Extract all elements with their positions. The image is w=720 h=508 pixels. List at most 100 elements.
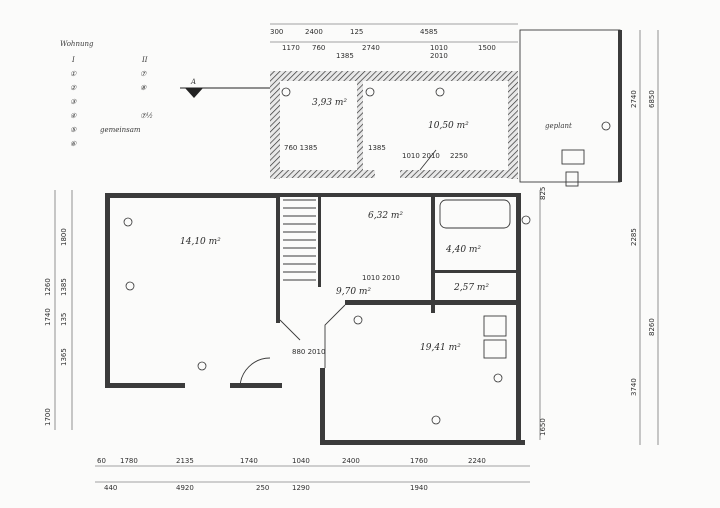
room-area-2: 10,50 m²	[428, 121, 469, 131]
sink	[483, 315, 507, 337]
dim-right: 2740 6850 825 2285 8260 3740 1650	[539, 90, 656, 436]
legend-c1-6: ⑥	[70, 140, 77, 148]
door-label-2: 2250	[450, 152, 468, 160]
dim-bot1-5: 2400	[342, 457, 360, 465]
dim-top2-6: 1500	[478, 44, 496, 52]
dim-right-6: 1650	[539, 418, 547, 436]
dim-bot1-6: 1760	[410, 457, 428, 465]
room-area-6: 4,40 m²	[445, 245, 481, 255]
dim-top2-3: 2740	[362, 44, 380, 52]
dimension-lines	[54, 23, 659, 483]
marker-7	[353, 315, 363, 325]
dim-left-6: 1700	[44, 408, 52, 426]
dim-top1-0: 300	[270, 28, 283, 36]
dim-bot2-3: 1290	[292, 484, 310, 492]
dim-top2-5: 2010	[430, 52, 448, 60]
legend-title: Wohnung	[60, 40, 94, 48]
marker-6	[435, 87, 445, 97]
dim-bot2-4: 1940	[410, 484, 428, 492]
dim-top-row2: 1170 760 1385 2740 1010 2010 1500	[282, 44, 496, 60]
wall-living-right	[276, 193, 280, 323]
dim-bot1-7: 2240	[468, 457, 486, 465]
wall-right-annex	[519, 29, 621, 183]
marker-11	[521, 215, 531, 225]
dim-left-1: 1385	[60, 278, 68, 296]
dim-left-0: 1800	[60, 228, 68, 246]
dim-right-4: 8260	[648, 318, 656, 336]
wall-bath-mid	[435, 270, 517, 273]
dim-bot2-1: 4920	[176, 484, 194, 492]
bathtub	[439, 199, 511, 229]
dim-top1-3: 4585	[420, 28, 438, 36]
legend-note: gemeinsam	[100, 126, 141, 134]
door-label-3: 1010 2010	[362, 274, 400, 282]
legend-c1-5: ⑤	[70, 126, 77, 134]
wall-lower-bottom	[320, 440, 525, 445]
dim-right-3: 2285	[630, 228, 638, 246]
legend: Wohnung I ① ② ③ ④ ⑤ ⑥ II ⑦ ⑧ ⑦½ gemeinsa…	[60, 40, 153, 148]
dim-left-3: 1740	[44, 308, 52, 326]
dim-top2-2: 1385	[336, 52, 354, 60]
dim-bottom-row2: 440 4920 250 1290 1940	[104, 484, 428, 492]
door-labels: 1010 2010 1385 2250 1010 2010 880 2010 7…	[284, 144, 468, 356]
dim-right-1: 6850	[648, 90, 656, 108]
lower-room-bay	[324, 304, 346, 368]
dim-bot1-0: 60	[97, 457, 106, 465]
room-area-3: 14,10 m²	[180, 237, 221, 247]
dim-top2-0: 1170	[282, 44, 300, 52]
section-marker: A	[180, 78, 270, 98]
wall-bath-left	[431, 193, 435, 313]
room-areas: 3,93 m² 10,50 m² 14,10 m² 6,32 m² 9,70 m…	[180, 98, 489, 353]
dim-right-5: 3740	[630, 378, 638, 396]
wall-living-top	[105, 193, 277, 198]
marker-1	[123, 217, 133, 227]
door-arc-3	[419, 149, 437, 171]
dim-left-4: 135	[60, 313, 68, 326]
meter-box-2	[565, 171, 579, 187]
sink-2	[483, 339, 507, 359]
wall-bath-right	[516, 193, 521, 303]
door-arc-2	[279, 319, 301, 341]
wall-right-annex-edge	[618, 30, 622, 182]
dim-top1-1: 2400	[305, 28, 323, 36]
wall-corridor-top	[280, 193, 435, 197]
legend-c1-4: ④	[70, 112, 77, 120]
door-label-0: 1010 2010	[402, 152, 440, 160]
legend-c1-2: ②	[70, 84, 77, 92]
annotation-geplant: geplant	[545, 122, 572, 130]
dim-bot2-0: 440	[104, 484, 117, 492]
door-arc-1	[239, 357, 271, 389]
room-area-5: 9,70 m²	[336, 287, 371, 297]
legend-c2-0: II	[141, 56, 148, 64]
dim-left: 1800 1385 1260 1740 135 1365 1700	[44, 228, 68, 426]
room-area-4: 6,32 m²	[368, 211, 403, 221]
wall-bath-top	[435, 193, 521, 197]
legend-c2-1: ⑦	[140, 70, 147, 78]
dim-left-5: 1365	[60, 348, 68, 366]
door-label-4: 880 2010	[292, 348, 325, 356]
wall-upper-right	[508, 71, 518, 179]
meter-box	[561, 149, 585, 165]
wall-stairs-right	[318, 197, 321, 287]
marker-9	[431, 415, 441, 425]
wall-upper-bottom-r	[400, 170, 518, 178]
dim-right-2: 825	[539, 187, 547, 200]
wall-lower-right	[516, 300, 521, 445]
marker-4	[281, 87, 291, 97]
legend-c1-0: I	[71, 56, 75, 64]
marker-8	[493, 373, 503, 383]
marker-10	[601, 121, 611, 131]
dim-top2-1: 760	[312, 44, 325, 52]
room-area-8: 19,41 m²	[420, 343, 461, 353]
dim-top-row1: 300 2400 125 4585	[270, 28, 438, 36]
door-label-5: 760 1385	[284, 144, 317, 152]
interior-details	[239, 149, 585, 389]
room-area-1: 3,93 m²	[312, 98, 347, 108]
dim-bottom-row1: 60 1780 2135 1740 1040 2400 1760 2240	[97, 457, 486, 465]
dim-left-2: 1260	[44, 278, 52, 296]
wall-upper-mid	[357, 81, 363, 173]
door-label-1: 1385	[368, 144, 386, 152]
wall-living-left	[105, 193, 110, 387]
dim-top2-4: 1010	[430, 44, 448, 52]
